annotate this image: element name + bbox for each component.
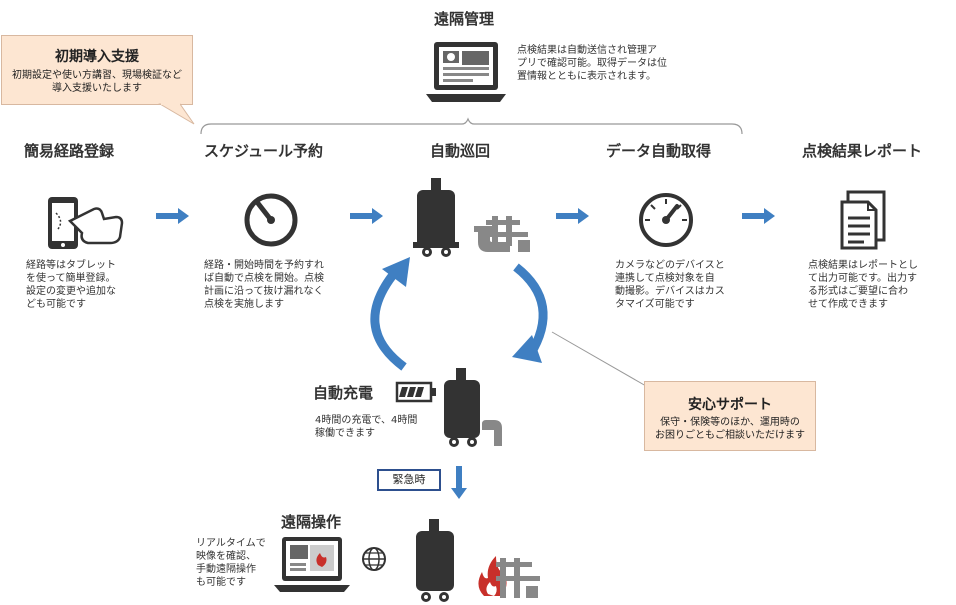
pipe-icon xyxy=(474,216,530,252)
arrow-right-4 xyxy=(742,208,775,224)
remote-management-desc: 点検結果は自動送信され管理ア プリで確認可能。取得データは位 置情報とともに表示… xyxy=(517,45,667,82)
step-title-auto-data: データ自動取得 xyxy=(606,142,712,160)
tablet-touch-icon xyxy=(48,197,124,249)
timer-icon xyxy=(244,193,298,247)
onboarding-callout-pointer xyxy=(158,102,195,125)
scope-bracket xyxy=(200,117,743,135)
remote-management-title: 遠隔管理 xyxy=(434,10,495,28)
laptop-video-icon xyxy=(274,537,350,592)
onboarding-callout: 初期導入支援 初期設定や使い方講習、現場検証など 導入支援いたします xyxy=(1,35,193,105)
step-title-report: 点検結果レポート xyxy=(802,142,923,160)
emergency-label: 緊急時 xyxy=(392,473,426,486)
charging-robot-icon xyxy=(444,368,502,447)
onboarding-body: 初期設定や使い方講習、現場検証など 導入支援いたします xyxy=(12,70,182,94)
remote-operation-title: 遠隔操作 xyxy=(281,513,342,531)
support-leader-line xyxy=(551,331,647,387)
step-desc-schedule: 経路・開始時間を予約すれ ば自動で点検を開始。点検 計画に沿って抜け漏れなく 点… xyxy=(204,260,324,310)
support-body: 保守・保険等のほか、運用時の お困りごともご相談いただけます xyxy=(655,417,805,441)
pipe-fire-icon xyxy=(478,556,540,598)
support-title: 安心サポート xyxy=(688,397,772,413)
battery-icon xyxy=(395,381,436,403)
report-icon xyxy=(840,190,886,250)
charging-desc: 4時間の充電で、4時間 稼働できます xyxy=(315,415,418,439)
arrow-right-2 xyxy=(350,208,383,224)
step-desc-report: 点検結果はレポートとし て出力可能です。出力す る形式はご要望に合わ せて作成で… xyxy=(808,260,918,310)
cycle-arrows xyxy=(370,257,548,371)
arrow-right-1 xyxy=(156,208,189,224)
support-callout: 安心サポート 保守・保険等のほか、運用時の お困りごともご相談いただけます xyxy=(644,381,816,451)
step-title-auto-patrol: 自動巡回 xyxy=(430,142,491,160)
remote-robot-icon xyxy=(416,519,454,602)
remote-operation-desc: リアルタイムで 映像を確認、 手動遠隔操作 も可能です xyxy=(196,538,266,588)
step-desc-auto-data: カメラなどのデバイスと 連携して点検対象を自 動撮影。デバイスはカス タマイズ可… xyxy=(615,260,725,310)
globe-icon xyxy=(362,547,386,571)
laptop-dashboard-icon xyxy=(426,42,506,102)
step-title-schedule: スケジュール予約 xyxy=(204,142,323,160)
robot-icon xyxy=(413,178,459,257)
arrow-right-3 xyxy=(556,208,589,224)
step-desc-route-registration: 経路等はタブレット を使って簡単登録。 設定の変更や追加な ども可能です xyxy=(26,260,116,310)
charging-title: 自動充電 xyxy=(313,384,374,402)
gauge-icon xyxy=(639,193,693,247)
emergency-badge: 緊急時 xyxy=(377,469,441,491)
arrow-down xyxy=(451,466,467,499)
step-title-route-registration: 簡易経路登録 xyxy=(24,142,115,160)
onboarding-title: 初期導入支援 xyxy=(55,49,139,65)
